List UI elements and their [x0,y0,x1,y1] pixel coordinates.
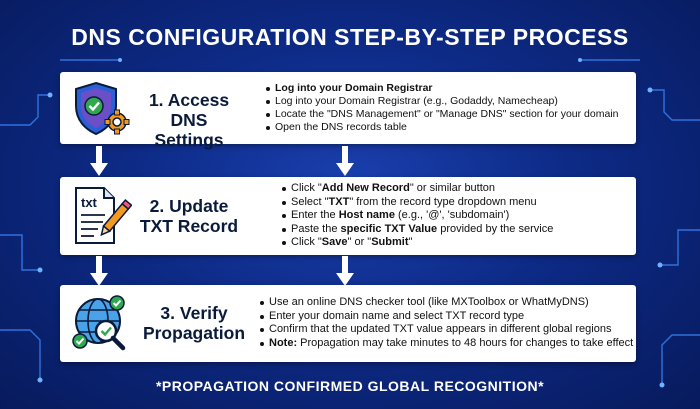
step-2-title-line1: 2. Update [149,196,229,216]
step-2-title-line2: TXT Record [139,216,239,236]
shield-gear-check-icon [75,81,130,136]
txt-file-pencil-icon: txt [75,187,132,244]
list-item: Enter the Host name (e.g., '@', 'subdoma… [282,209,553,223]
step-1-title: 1. Access DNS Settings [134,90,244,150]
list-item: Paste the specific TXT Value provided by… [282,223,553,237]
list-item: Enter your domain name and select TXT re… [260,310,633,324]
step-card-update-txt: txt 2. Update TXT Record Click "Add New … [60,177,636,255]
step-2-bullet-list: Click "Add New Record" or similar button… [282,182,553,250]
list-item: Log into your Domain Registrar (e.g., Go… [266,95,619,108]
step-card-verify-propagation: 3. Verify Propagation Use an online DNS … [60,285,636,362]
down-arrow-icon [90,146,108,176]
step-3-title-line1: 3. Verify [160,303,228,323]
footer-caption: *PROPAGATION CONFIRMED GLOBAL RECOGNITIO… [155,378,545,394]
list-item: Log into your Domain Registrar [266,82,619,95]
list-item: Use an online DNS checker tool (like MXT… [260,296,633,310]
svg-text:txt: txt [81,195,98,210]
page-title: DNS CONFIGURATION STEP-BY-STEP PROCESS [71,24,629,50]
list-item: Click "Add New Record" or similar button [282,182,553,196]
down-arrow-icon [336,256,354,286]
down-arrow-icon [90,256,108,286]
list-item: Open the DNS records table [266,121,619,134]
step-3-title-line2: Propagation [142,323,246,343]
list-item: Select "TXT" from the record type dropdo… [282,196,553,210]
step-2-title: 2. Update TXT Record [134,196,244,236]
down-arrow-icon [336,146,354,176]
step-3-bullet-list: Use an online DNS checker tool (like MXT… [260,296,633,350]
list-item: Locate the "DNS Management" or "Manage D… [266,108,619,121]
step-1-bullet-list: Log into your Domain Registrar Log into … [266,82,619,134]
list-item: Confirm that the updated TXT value appea… [260,323,633,337]
list-item: Click "Save" or "Submit" [282,236,553,250]
step-1-title-line2: Settings [154,130,224,150]
step-3-title: 3. Verify Propagation [134,303,254,343]
step-1-title-line1: 1. Access DNS [148,90,230,130]
globe-magnifier-check-icon [72,295,126,351]
step-card-access-dns: 1. Access DNS Settings Log into your Dom… [60,72,636,150]
list-item: Note: Propagation may take minutes to 48… [260,337,633,351]
